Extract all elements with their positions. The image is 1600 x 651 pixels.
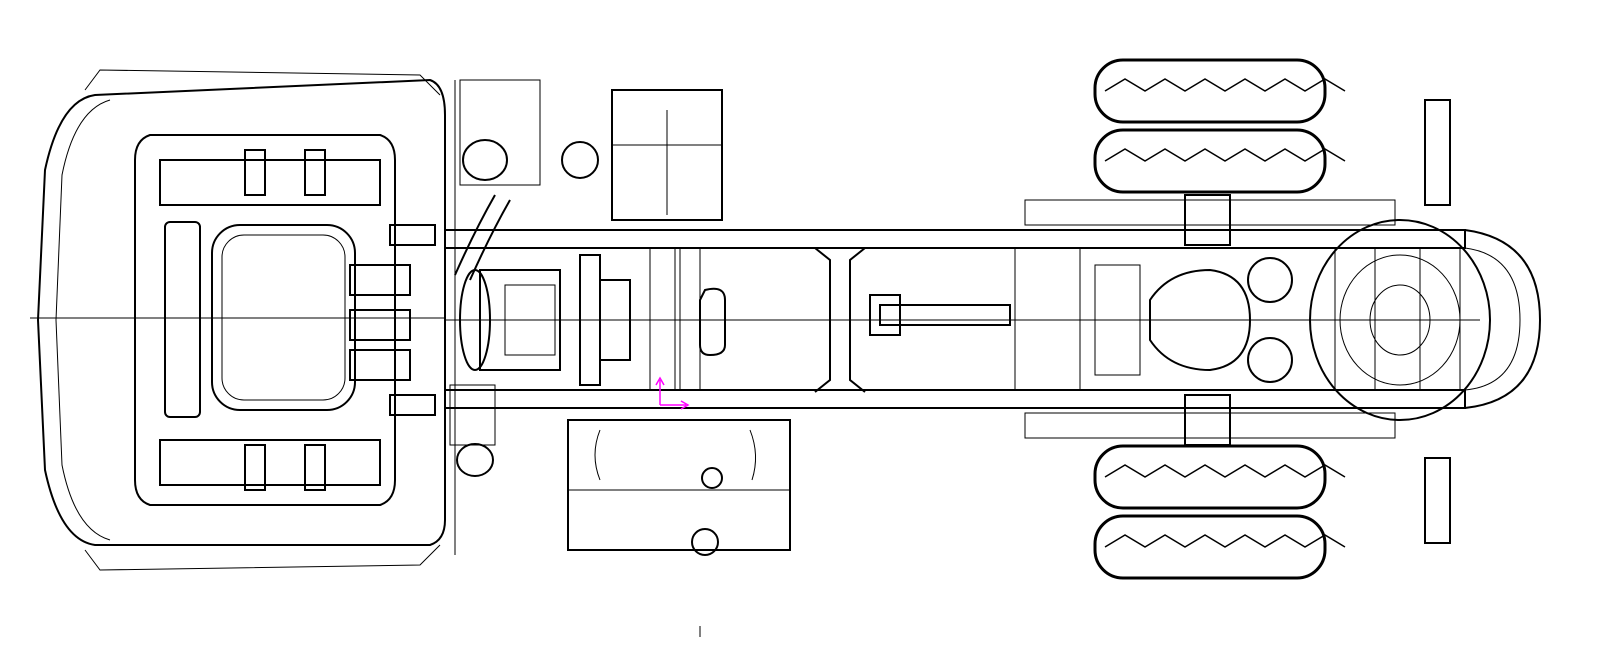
rear-axle [1024, 194, 1396, 446]
battery-box [561, 89, 723, 221]
drive-shaft [699, 287, 1011, 357]
fuel-tank [567, 419, 791, 556]
spare-tire [1309, 219, 1491, 421]
ucs-icon [655, 376, 690, 410]
rear-tires [1093, 58, 1346, 580]
frame-rails [444, 229, 1542, 409]
rear-bumper [1424, 99, 1451, 544]
engine [449, 79, 631, 477]
cab [30, 69, 456, 571]
